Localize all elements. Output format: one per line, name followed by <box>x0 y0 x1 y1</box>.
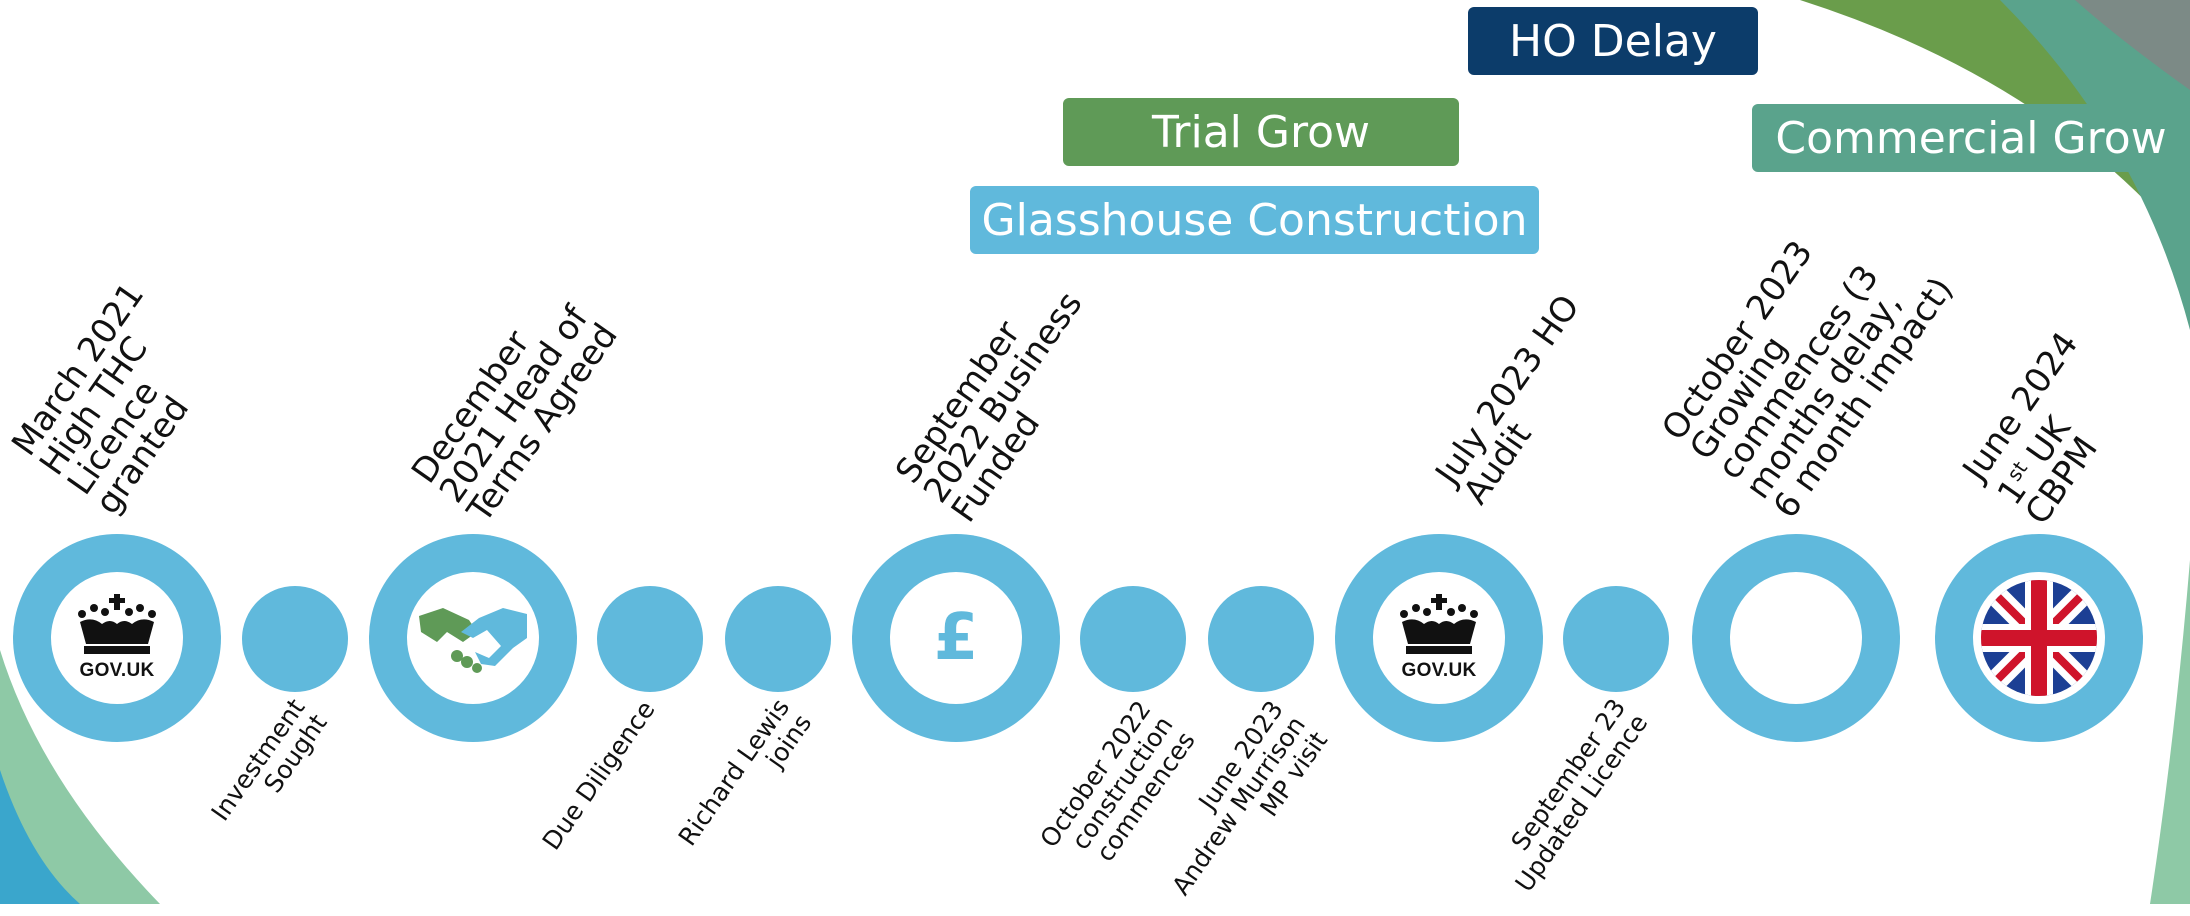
event-node-richard-lewis <box>725 586 831 692</box>
gov-uk-text: GOV.UK <box>1401 660 1477 681</box>
icon-holder: £ <box>890 572 1022 704</box>
top-right-photo-corner <box>2075 0 2190 90</box>
handshake-icon <box>419 608 527 673</box>
gov-uk-text: GOV.UK <box>79 660 155 681</box>
milestone-node-cbpm <box>1935 534 2143 742</box>
milestone-node-growing-commences <box>1692 534 1900 742</box>
crown-icon <box>1400 594 1478 654</box>
phase-label: Glasshouse Construction <box>981 194 1528 246</box>
icon-holder <box>1973 572 2105 704</box>
gov-uk-crown-icon: GOV.UK <box>1394 594 1484 682</box>
phase-bar-ho-delay: HO Delay <box>1468 7 1758 75</box>
milestone-node-licence: GOV.UK <box>13 534 221 742</box>
empty-icon-holder <box>1730 572 1862 704</box>
pound-icon: £ <box>933 601 979 675</box>
milestone-node-ho-audit: GOV.UK <box>1335 534 1543 742</box>
event-node-construction <box>1080 586 1186 692</box>
icon-holder: GOV.UK <box>51 572 183 704</box>
union-jack-flag-icon <box>1981 580 2097 696</box>
bottom-left-swoosh-blue <box>0 770 80 904</box>
phase-bar-glasshouse-construction: Glasshouse Construction <box>970 186 1539 254</box>
event-node-updated-licence <box>1563 586 1669 692</box>
bottom-right-swoosh <box>2150 560 2190 904</box>
phase-label: HO Delay <box>1509 15 1717 67</box>
event-node-due-diligence <box>597 586 703 692</box>
milestone-node-funded: £ <box>852 534 1060 742</box>
phase-label: Commercial Grow <box>1775 112 2167 164</box>
crown-icon <box>78 594 156 654</box>
phase-label: Trial Grow <box>1151 106 1371 158</box>
phase-bar-commercial-grow: Commercial Grow <box>1752 104 2190 172</box>
gov-uk-crown-icon: GOV.UK <box>72 594 162 682</box>
milestone-node-heads-of-terms <box>369 534 577 742</box>
phase-bar-trial-grow: Trial Grow <box>1063 98 1459 166</box>
bottom-left-swoosh-light <box>0 650 160 904</box>
icon-holder: GOV.UK <box>1373 572 1505 704</box>
event-node-investment <box>242 586 348 692</box>
top-right-swoosh-teal <box>2000 0 2190 330</box>
icon-holder <box>407 572 539 704</box>
event-node-mp-visit <box>1208 586 1314 692</box>
